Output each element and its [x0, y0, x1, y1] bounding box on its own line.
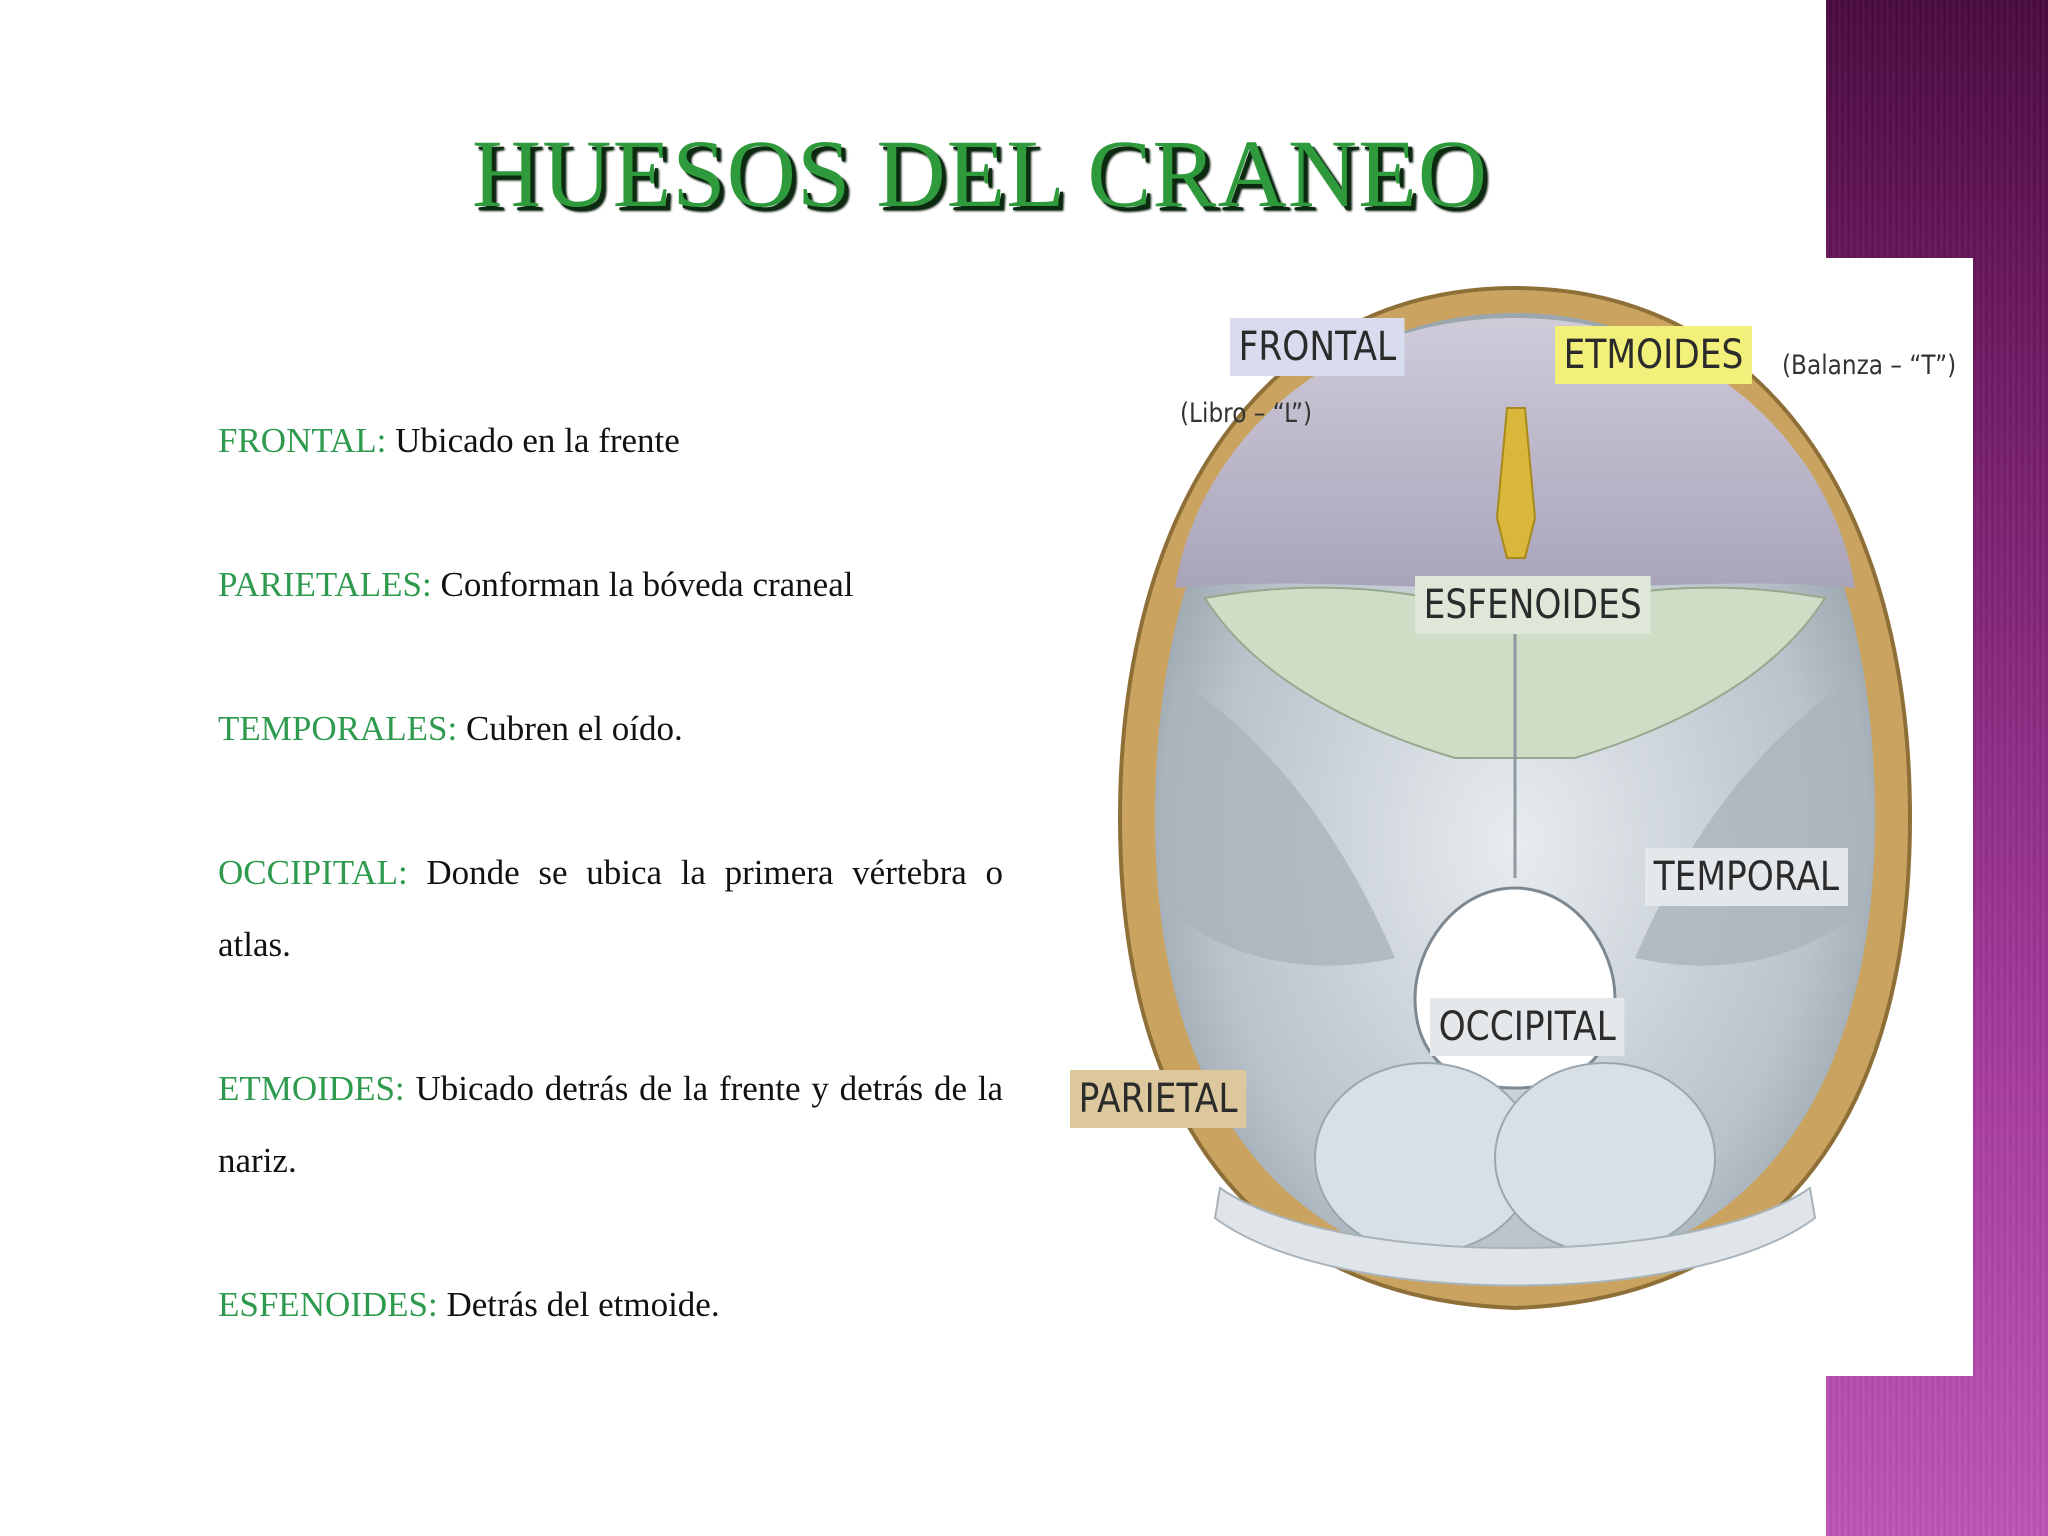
ethmoid-crest: [1495, 407, 1537, 559]
entry-term: TEMPORALES:: [218, 709, 458, 748]
label-etmoides: ETMOIDES: [1555, 326, 1752, 384]
label-parietal: PARIETAL: [1070, 1070, 1247, 1128]
entry-term: PARIETALES:: [218, 565, 432, 604]
entry-term: FRONTAL:: [218, 421, 387, 460]
entry-term: ESFENOIDES:: [218, 1285, 438, 1324]
label-esfenoides: ESFENOIDES: [1415, 576, 1651, 634]
entry-term: ETMOIDES:: [218, 1069, 405, 1108]
entry-text: Ubicado en la frente: [395, 421, 680, 460]
entry-text: Ubicado detrás de la frente y detrás de …: [218, 1069, 1004, 1180]
label-occipital: OCCIPITAL: [1430, 998, 1625, 1056]
entry-parietales: PARIETALES: Conforman la bóveda craneal: [218, 549, 1003, 621]
entry-etmoides: ETMOIDES: Ubicado detrás de la frente y …: [218, 1053, 1003, 1197]
entry-text: Detrás del etmoide.: [446, 1285, 720, 1324]
posterior-rim: [1213, 1186, 1817, 1287]
bone-descriptions: FRONTAL: Ubicado en la frente PARIETALES…: [218, 405, 1003, 1413]
label-frontal: FRONTAL: [1230, 318, 1405, 376]
occipital-right-fossa: [1494, 1062, 1716, 1254]
entry-term: OCCIPITAL:: [218, 853, 408, 892]
entry-text: Conforman la bóveda craneal: [440, 565, 854, 604]
note-frontal: (Libro – “L”): [1180, 398, 1313, 429]
entry-occipital: OCCIPITAL: Donde se ubica la primera vér…: [218, 837, 1003, 981]
entry-text: Cubren el oído.: [465, 709, 683, 748]
skull-illustration: [1117, 285, 1913, 1311]
label-temporal: TEMPORAL: [1645, 848, 1848, 906]
entry-frontal: FRONTAL: Ubicado en la frente: [218, 405, 1003, 477]
entry-temporales: TEMPORALES: Cubren el oído.: [218, 693, 1003, 765]
entry-esfenoides: ESFENOIDES: Detrás del etmoide.: [218, 1269, 1003, 1341]
slide-title: HUESOS DEL CRANEO: [471, 120, 1489, 227]
entry-text: Donde se ubica la primera vértebra o atl…: [218, 853, 1003, 964]
skull-base-figure: FRONTAL (Libro – “L”) ETMOIDES (Balanza …: [1055, 258, 1973, 1376]
temporal-left: [1159, 678, 1395, 966]
note-etmoides: (Balanza – “T”): [1782, 350, 1957, 381]
